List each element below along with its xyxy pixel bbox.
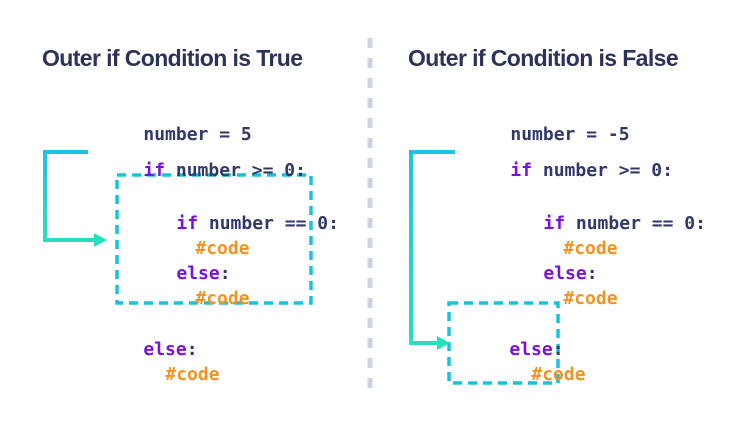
code-comment: #code [563,238,618,259]
if-condition: number >= 0: [532,160,673,181]
if-keyword: if [510,160,533,181]
code-comment: #code [195,238,250,259]
code-comment: #code [531,364,586,385]
if-keyword: if [176,213,199,234]
else-colon: : [219,263,231,284]
true-branch-arrowhead-icon [94,233,107,247]
right-outer-else-line: else: [466,320,564,380]
right-inner-else-line: else: [500,244,598,304]
right-outer-else-body-line: #code [488,345,586,405]
right-panel-title: Outer if Condition is False [408,45,679,71]
left-outer-else-line: else: [100,320,198,380]
true-branch-flow-arrow [43,150,94,242]
inner-if-else-highlight-box [115,173,313,305]
left-panel-title: Outer if Condition is True [42,45,303,71]
left-inner-if-line: if number == 0: [133,194,339,254]
false-branch-flow-arrow [409,150,455,345]
left-inner-else-line: else: [133,244,231,304]
if-condition: number == 0: [198,213,339,234]
right-inner-if-line: if number == 0: [500,194,706,254]
else-keyword: else [143,339,187,360]
left-inner-else-body-line: #code [152,269,250,329]
left-outer-if-line: if number >= 0: [100,141,306,201]
else-colon: : [586,263,598,284]
code-comment: #code [165,364,220,385]
right-inner-if-body-line: #code [520,219,618,279]
code-comment: #code [563,288,618,309]
else-keyword: else [543,263,587,284]
code-comment: #code [195,288,250,309]
assignment-statement: number = -5 [510,124,630,145]
if-keyword: if [543,213,566,234]
if-condition: number == 0: [565,213,706,234]
right-assignment-line: number = -5 [467,105,630,165]
else-keyword: else [176,263,220,284]
assignment-statement: number = 5 [143,124,252,145]
else-keyword: else [509,339,553,360]
right-outer-if-line: if number >= 0: [467,141,673,201]
left-assignment-line: number = 5 [100,105,252,165]
else-colon: : [186,339,198,360]
right-inner-else-body-line: #code [520,269,618,329]
if-keyword: if [143,160,166,181]
false-branch-arrowhead-icon [437,336,450,350]
left-outer-else-body-line: #code [122,345,220,405]
else-colon: : [552,339,564,360]
left-inner-if-body-line: #code [152,219,250,279]
if-condition: number >= 0: [165,160,306,181]
